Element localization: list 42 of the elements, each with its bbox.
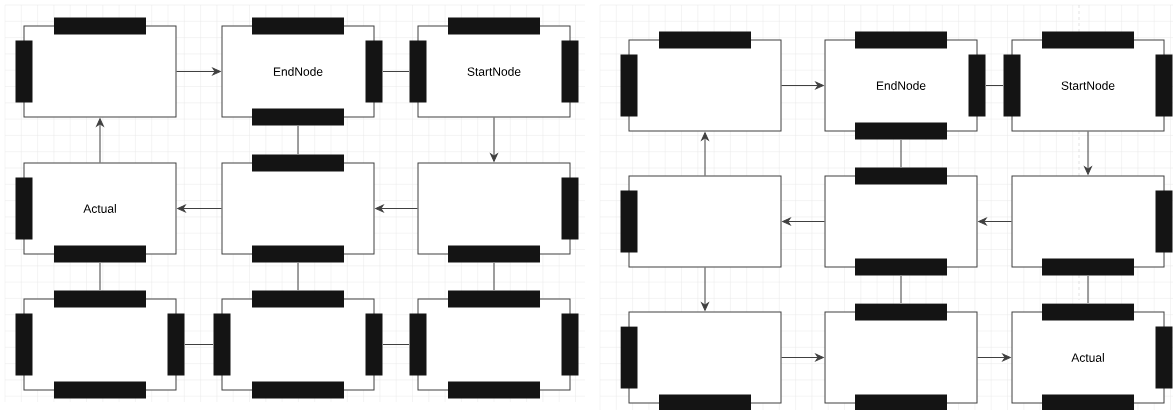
- arrow: [1084, 131, 1092, 175]
- connector-line: [297, 125, 299, 155]
- room-box: [15, 17, 177, 118]
- room-box: EndNode: [824, 31, 986, 140]
- room-box: [620, 175, 782, 268]
- connector-line: [99, 262, 101, 291]
- room-box: [213, 290, 383, 399]
- connector-line: [184, 344, 214, 345]
- room-box: Actual: [15, 162, 177, 263]
- arrow: [781, 353, 824, 362]
- arrow: [176, 67, 221, 76]
- connector-line: [493, 262, 495, 291]
- connector-line: [382, 71, 410, 72]
- arrow: [177, 204, 222, 213]
- room-box: [417, 162, 579, 263]
- arrow: [96, 118, 104, 163]
- connector-line: [382, 344, 410, 345]
- room-box: EndNode: [221, 17, 383, 126]
- arrow: [977, 353, 1011, 362]
- connector-line: [297, 262, 299, 291]
- room-box: [824, 167, 978, 276]
- room-box: [15, 290, 185, 399]
- arrow: [782, 217, 825, 226]
- room-box: StartNode: [409, 17, 579, 118]
- arrow: [701, 267, 709, 311]
- connector-line: [1087, 275, 1089, 304]
- room-box: [409, 290, 579, 399]
- room-box: [221, 154, 375, 263]
- arrow: [701, 132, 709, 176]
- connector-line: [985, 85, 1004, 86]
- room-box: Actual: [1011, 303, 1173, 410]
- arrow: [978, 217, 1012, 226]
- arrow: [781, 81, 824, 90]
- room-box: StartNode: [1003, 31, 1173, 132]
- arrow: [375, 204, 418, 213]
- room-box: [1011, 175, 1173, 276]
- room-box: [620, 31, 782, 132]
- connector-line: [900, 275, 902, 304]
- room-box: [824, 303, 978, 410]
- room-box: [620, 311, 782, 410]
- arrow: [490, 117, 498, 162]
- connector-line: [900, 139, 902, 168]
